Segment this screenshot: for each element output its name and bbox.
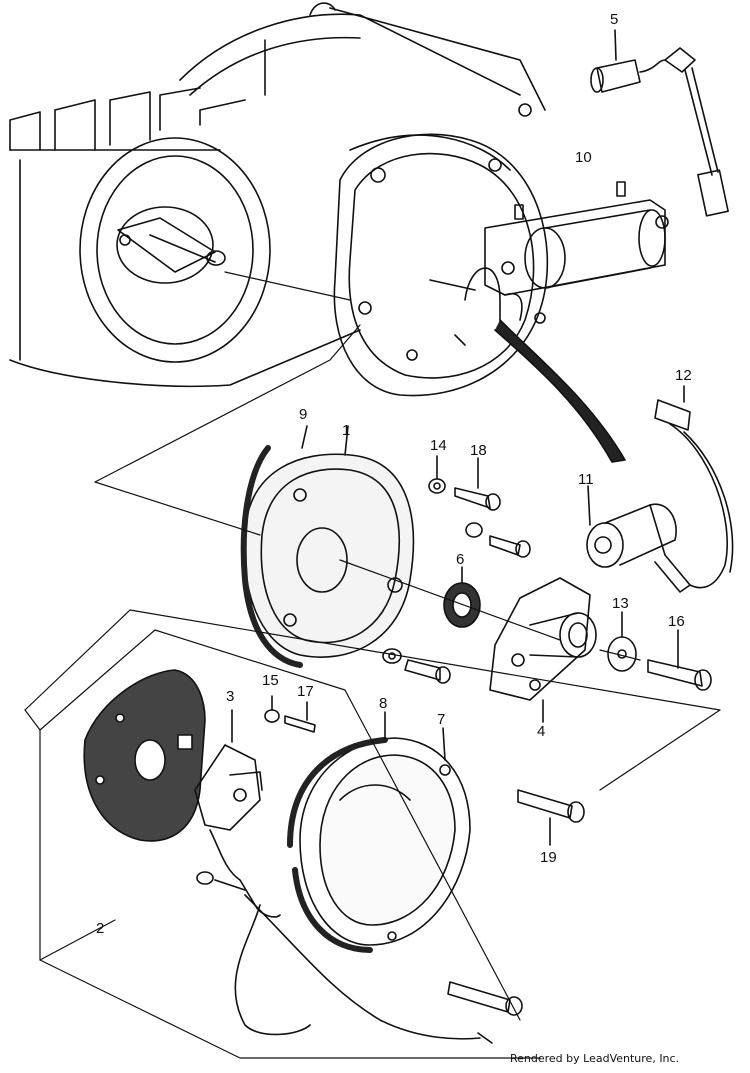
- callout-10: 10: [575, 149, 592, 166]
- callout-15: 15: [262, 672, 279, 689]
- callout-9: 9: [299, 406, 308, 423]
- callout-13: 13: [612, 595, 629, 612]
- washer-bolt: [607, 611, 712, 691]
- callout-7: 7: [437, 711, 446, 728]
- callout-18: 18: [470, 442, 487, 459]
- spark-plug-cap: [586, 485, 691, 593]
- screw-small: [264, 695, 316, 733]
- contact-breaker-base: [240, 425, 415, 668]
- breaker-lead-wires: [234, 894, 493, 1044]
- screw-lower: [447, 981, 523, 1016]
- callout-17: 17: [297, 683, 314, 700]
- callout-1: 1: [342, 422, 351, 439]
- leader-lines: [24, 271, 721, 1059]
- callout-19: 19: [540, 849, 557, 866]
- callout-12: 12: [675, 367, 692, 384]
- contact-breaker: [194, 709, 281, 918]
- screw-long: [517, 789, 585, 846]
- point-base-plate: [83, 669, 206, 842]
- spark-advancer: [489, 577, 597, 723]
- oil-seal: [443, 566, 481, 628]
- callout-2: 2: [96, 920, 105, 937]
- callout-16: 16: [668, 613, 685, 630]
- high-tension-cord: [654, 385, 734, 589]
- point-cover: [287, 711, 471, 953]
- callout-5: 5: [610, 11, 619, 28]
- render-credit: Rendered by LeadVenture, Inc.: [510, 1052, 680, 1065]
- callout-14: 14: [430, 437, 447, 454]
- callout-6: 6: [456, 551, 465, 568]
- ignition-coil: [429, 181, 669, 463]
- callout-8: 8: [379, 695, 388, 712]
- callout-3: 3: [226, 688, 235, 705]
- engine-crankcase: [9, 2, 549, 397]
- callout-11: 11: [578, 471, 594, 488]
- callout-4: 4: [537, 723, 546, 740]
- condenser: [590, 29, 729, 217]
